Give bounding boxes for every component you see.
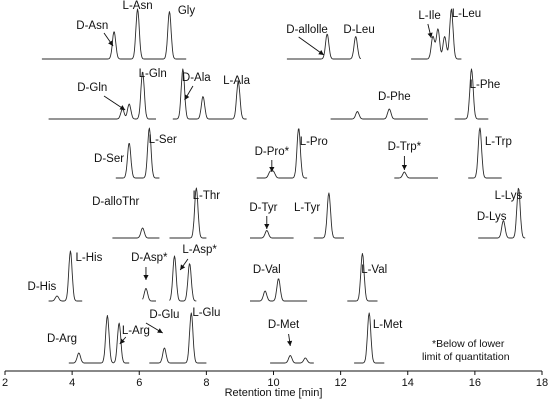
note-line-2: limit of quantitation — [422, 351, 510, 363]
chromatogram-trace-row5-2 — [142, 288, 157, 302]
peak-label: L-Lys — [495, 190, 523, 202]
chromatogram-trace-row6-4 — [354, 312, 385, 364]
peak-arrow-head — [264, 224, 270, 229]
chromatogram-trace-row6-3 — [270, 355, 314, 364]
chromatogram-trace-row2-3 — [330, 108, 428, 120]
peak-label: D-alloThr — [92, 196, 139, 208]
peak-label: D-Trp* — [388, 141, 422, 153]
peak-arrow-head — [318, 49, 324, 55]
peak-label: D-Leu — [343, 24, 374, 36]
x-tick-label-10: 10 — [267, 377, 279, 389]
x-tick-label-8: 8 — [203, 377, 209, 389]
chromatogram-trace-row3-3 — [394, 171, 438, 179]
peak-label: D-Phe — [378, 91, 411, 103]
peak-label: L-Ala — [223, 75, 250, 87]
x-tick-label-12: 12 — [335, 377, 347, 389]
peak-label: L-Phe — [470, 79, 501, 91]
peak-label: D-His — [28, 281, 57, 293]
peak-label: D-Lys — [477, 211, 507, 223]
peak-label: L-Arg — [122, 325, 150, 337]
chromatogram-trace-row3-1 — [115, 127, 160, 179]
chromatogram-traces — [41, 8, 526, 364]
chromatogram-trace-row2-1 — [48, 71, 156, 120]
chromatogram-trace-row5-5 — [347, 253, 378, 302]
chromatogram-trace-row4-5 — [478, 187, 526, 239]
peak-label: D-Ala — [182, 72, 211, 84]
peak-arrow-head — [184, 94, 190, 100]
chromatogram-trace-row4-2 — [169, 187, 207, 239]
peak-label: L-Met — [373, 319, 403, 331]
note-line-1: *Below of lower — [432, 338, 505, 350]
peak-arrow-head — [157, 328, 163, 333]
peak-arrow-head — [119, 105, 126, 110]
peak-label: L-Trp — [485, 136, 512, 148]
peak-label: D-Met — [268, 319, 300, 331]
x-tick-label-16: 16 — [469, 377, 481, 389]
peak-label: L-Ser — [149, 134, 177, 146]
peak-arrow — [298, 36, 325, 56]
peak-arrow-head — [180, 264, 186, 270]
peak-label: L-Ile — [418, 10, 440, 22]
peak-label: D-allolle — [286, 24, 328, 36]
x-tick-label-2: 2 — [2, 377, 8, 389]
chromatogram-trace-row4-1 — [112, 227, 160, 239]
chromatogram-trace-row4-3 — [250, 230, 294, 239]
chromatogram-trace-row2-4 — [454, 68, 489, 120]
peak-label: D-Glu — [149, 309, 179, 321]
peak-label: D-Arg — [47, 333, 77, 345]
peak-label: D-Val — [253, 264, 281, 276]
x-axis-ticks: 2 4 6 8 10 12 14 16 18 — [2, 371, 548, 389]
peak-label: D-Pro* — [255, 146, 290, 158]
peak-label: D-Asn — [76, 20, 108, 32]
peak-arrows — [103, 23, 433, 347]
peak-label: D-Asp* — [131, 252, 168, 264]
x-axis-title: Retention time [min] — [225, 387, 323, 399]
peak-label: L-Thr — [193, 190, 221, 202]
peak-arrow-head — [427, 32, 433, 38]
x-tick-label-6: 6 — [136, 377, 142, 389]
chromatogram-trace-row6-2 — [149, 312, 207, 364]
chromatogram-trace-row4-4 — [313, 192, 344, 239]
chromatogram-trace-row1-1 — [41, 8, 187, 60]
peak-arrow-head — [108, 40, 114, 46]
peak-label: L-Asp* — [182, 244, 217, 256]
x-tick-label-14: 14 — [402, 377, 414, 389]
peak-label: L-Val — [361, 264, 387, 276]
chromatogram-trace-row6-1 — [68, 315, 130, 364]
peak-arrow-head — [269, 167, 275, 172]
peak-arrow-head — [287, 340, 293, 346]
peak-label: L-Leu — [452, 8, 481, 20]
chromatogram-trace-row5-1 — [48, 250, 83, 302]
chromatogram-trace-row3-2 — [256, 128, 308, 179]
chromatogram-trace-row1-2 — [286, 33, 362, 60]
peak-label: L-His — [75, 252, 102, 264]
chromatogram-trace-row5-3 — [169, 255, 197, 302]
peak-label: L-Tyr — [294, 202, 320, 214]
peak-label: L-Asn — [123, 0, 153, 12]
peak-label: L-Gln — [139, 68, 167, 80]
chromatogram-trace-row5-4 — [250, 278, 308, 302]
x-tick-label-18: 18 — [536, 377, 548, 389]
peak-arrow-head — [143, 275, 149, 280]
peak-label: L-Glu — [192, 307, 220, 319]
x-tick-label-4: 4 — [69, 377, 75, 389]
peak-label: Gly — [178, 5, 196, 17]
peak-arrow-head — [401, 165, 407, 170]
peak-label: D-Tyr — [249, 202, 277, 214]
chromatogram-trace-row1-3 — [411, 8, 462, 60]
peak-label: D-Ser — [94, 153, 124, 165]
peak-arrow-head — [119, 338, 126, 344]
peak-label: D-Gln — [77, 82, 107, 94]
peak-label: L-Pro — [300, 136, 328, 148]
chromatogram-trace-row3-4 — [468, 127, 502, 179]
